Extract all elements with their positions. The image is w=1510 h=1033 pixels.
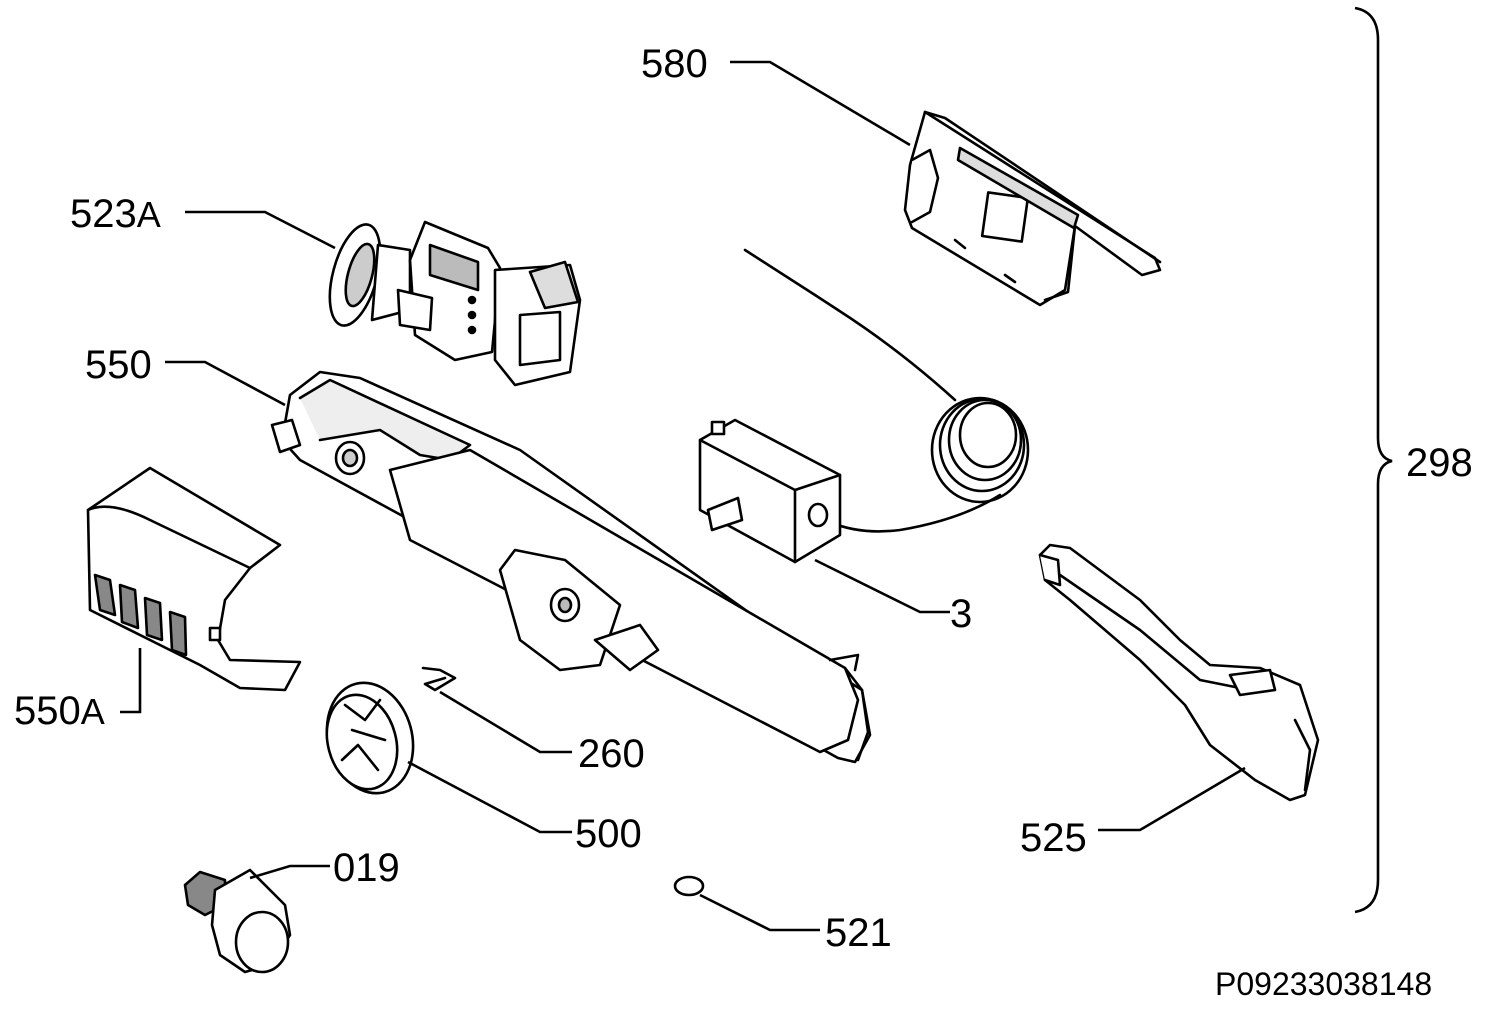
label-550A: 550A [14,689,105,733]
leader-lines [120,6,1393,932]
label-523A: 523A [70,192,161,236]
label-298: 298 [1406,441,1473,485]
part-521-oring [673,875,705,897]
part-580-bracket [903,110,1162,307]
label-019: 019 [333,846,400,890]
part-260-clip [421,666,457,692]
part-500-knob [325,681,415,795]
label-3: 3 [950,592,972,636]
label-260: 260 [578,732,645,776]
part-019-bulb [183,868,292,974]
label-500: 500 [575,812,642,856]
part-3-thermostat [698,248,1030,564]
part-550A-end-cover [86,466,302,692]
part-525-lever [1038,543,1320,802]
label-525: 525 [1020,816,1087,860]
label-550: 550 [85,343,152,387]
part-550-handle-housing [270,370,872,764]
part-labels: 580 523A 550 550A 3 260 500 019 521 525 … [14,42,1473,1002]
label-580: 580 [641,42,708,86]
part-523A-switch-block [328,220,582,387]
drawing-code: P09233038148 [1215,966,1432,1002]
label-521: 521 [825,911,892,955]
